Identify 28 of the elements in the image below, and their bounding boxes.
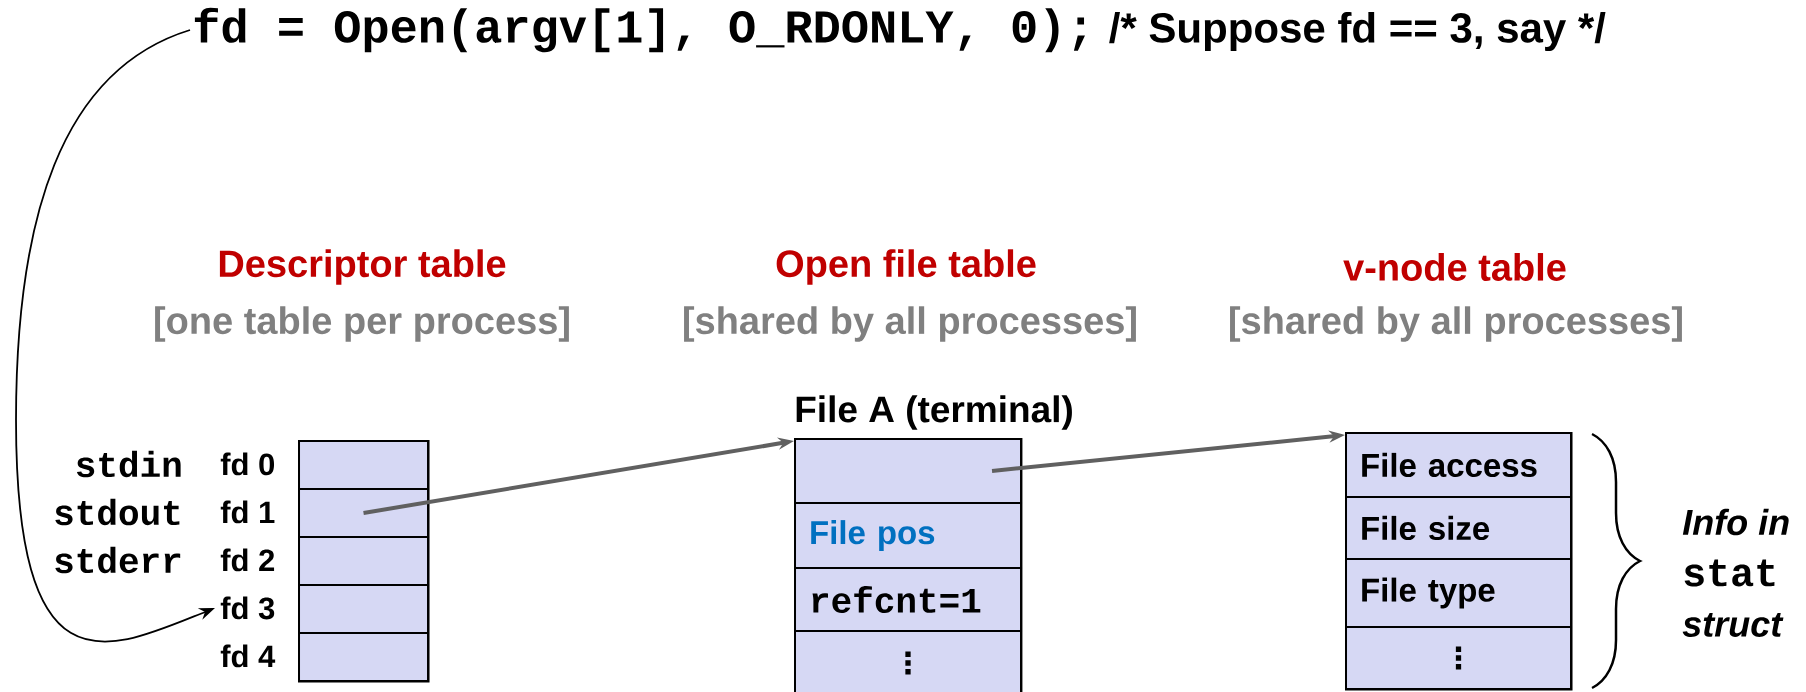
table-cell: File type <box>1345 558 1572 628</box>
table-cell: ⋮ <box>794 630 1022 692</box>
section-title: v-node table <box>1343 253 1566 281</box>
code-line: fd = Open(argv[1], O_RDONLY, 0); /* Suppose fd == 3, say */ <box>194 7 1606 53</box>
section-subtitle: [one table per process] <box>155 306 569 342</box>
table-cell: File access <box>1345 432 1572 498</box>
stream-name: stdin <box>76 450 181 478</box>
annotation-text: stat <box>1684 559 1775 587</box>
row-label: fd 3 <box>220 596 275 620</box>
section-subtitle: [shared by all processes] <box>684 306 1136 342</box>
stream-name: stderr <box>55 546 181 574</box>
row-label: fd 4 <box>220 644 276 668</box>
section-subtitle: [shared by all processes] <box>1230 306 1682 342</box>
table-cell: File pos <box>794 502 1022 569</box>
row-label: fd 2 <box>220 548 275 572</box>
annotation-text: struct <box>1682 613 1784 637</box>
table-cell: refcnt=1 <box>794 567 1022 632</box>
table-cell: ⋮ <box>1345 626 1572 690</box>
stream-name: stdout <box>55 498 180 526</box>
table-cell <box>794 438 1022 504</box>
node-label: File A (terminal) <box>796 395 1072 430</box>
section-title: Open file table <box>776 249 1036 285</box>
section-title: Descriptor table <box>219 249 506 285</box>
row-label: fd 1 <box>220 500 275 524</box>
node-label: ⋮ <box>905 651 911 675</box>
annotation-text: Info in <box>1682 508 1789 536</box>
row-label: fd 0 <box>220 452 275 476</box>
table-cell: File size <box>1345 496 1572 560</box>
